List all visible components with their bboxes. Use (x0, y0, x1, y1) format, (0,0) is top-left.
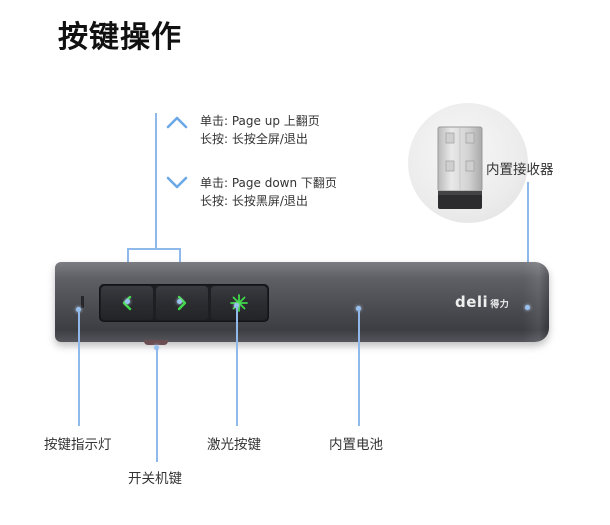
receiver-image (408, 103, 528, 223)
indicator-light (81, 296, 84, 308)
laser-starburst-icon (230, 294, 248, 312)
receiver-label: 内置接收器 (486, 162, 554, 178)
prev-key-callout-dot (125, 299, 130, 304)
down-key-hold-desc: 长按: 长按黑屏/退出 (200, 194, 308, 208)
laser-callout-line (236, 306, 238, 426)
chevron-down-icon (166, 176, 188, 189)
page-keys-callout-line (155, 113, 157, 249)
usb-receiver-icon (437, 126, 483, 209)
next-page-button[interactable] (156, 286, 208, 320)
power-callout-dot (154, 345, 159, 350)
button-panel (99, 284, 269, 322)
up-key-click-desc: 单击: Page up 上翻页 (200, 114, 320, 128)
up-key-hold-desc: 长按: 长按全屏/退出 (200, 132, 308, 146)
indicator-light-label: 按键指示灯 (44, 437, 112, 453)
battery-label: 内置电池 (329, 437, 383, 453)
power-key-label: 开关机键 (128, 471, 182, 487)
power-callout-line (156, 348, 158, 462)
power-button[interactable] (144, 340, 168, 345)
chevron-up-icon (166, 116, 188, 129)
receiver-callout-dot (525, 305, 530, 310)
receiver-callout-line (527, 182, 529, 306)
indicator-callout-dot (76, 307, 81, 312)
down-key-click-desc: 单击: Page down 下翻页 (200, 176, 337, 190)
page-keys-bracket (127, 248, 180, 250)
battery-callout-line (358, 309, 360, 426)
pointer-end-cap (523, 262, 549, 342)
battery-callout-dot (356, 306, 361, 311)
page-title: 按键操作 (58, 20, 182, 55)
laser-key-label: 激光按键 (207, 437, 261, 453)
indicator-callout-line (78, 310, 80, 426)
next-key-callout-dot (177, 299, 182, 304)
laser-callout-dot (234, 303, 239, 308)
laser-button[interactable] (211, 286, 267, 320)
chevron-right-icon (177, 295, 187, 311)
